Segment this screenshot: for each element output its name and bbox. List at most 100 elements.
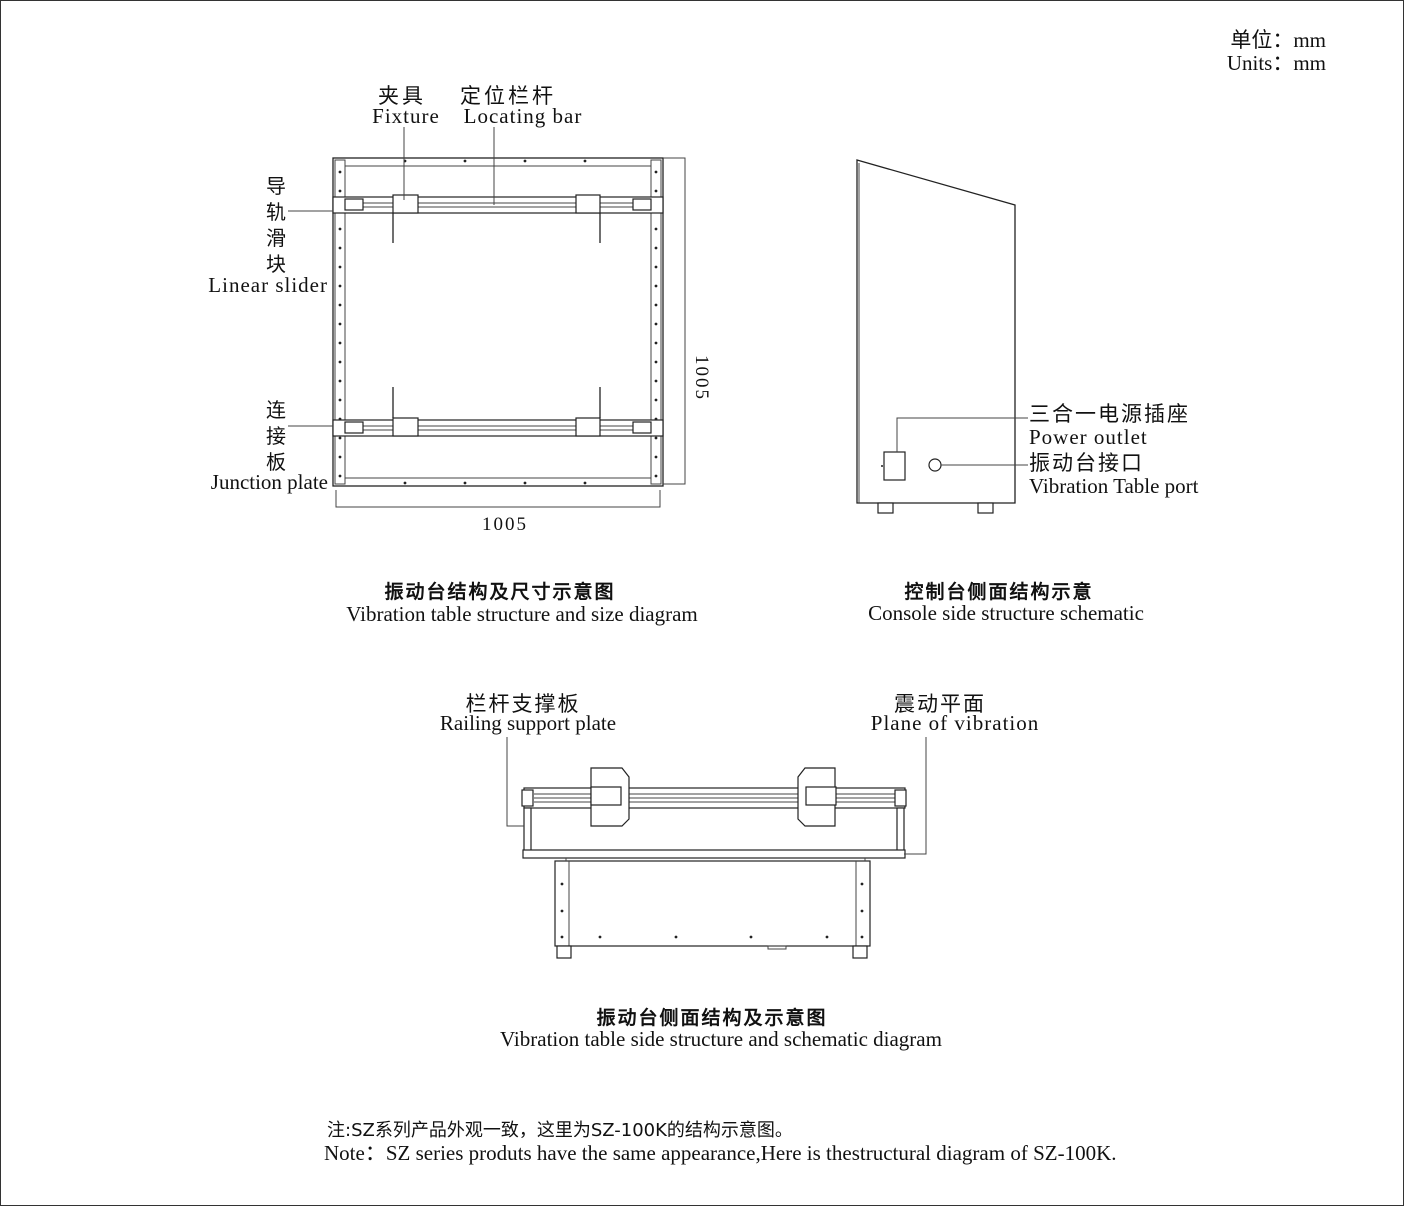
- bolt-dot: [654, 360, 658, 364]
- bolt-dot: [583, 481, 587, 485]
- bolt-dot: [654, 189, 658, 193]
- units-zh: 单位：mm: [1230, 28, 1326, 52]
- bolt-dot: [523, 159, 527, 163]
- vibration-table-side-view: 栏杆支撑板 Railing support plate 震动平面 Plane o…: [440, 692, 1039, 1051]
- bolt-dot: [674, 935, 678, 939]
- bolt-dot: [338, 322, 342, 326]
- bolt-dot: [403, 481, 407, 485]
- fixture: [392, 417, 419, 437]
- junction-plate-zh-2: 接: [266, 425, 286, 448]
- bolt-dot: [654, 436, 658, 440]
- width-dimension: 1005: [482, 514, 528, 535]
- bolt-dot: [338, 360, 342, 364]
- units-en: Units：mm: [1227, 51, 1326, 75]
- bolt-dot: [338, 398, 342, 402]
- bolt-dot: [860, 909, 864, 913]
- vibration-table-port: [928, 458, 942, 472]
- note-zh: 注:SZ系列产品外观一致，这里为SZ-100K的结构示意图。: [327, 1120, 793, 1141]
- bolt-dot: [463, 159, 467, 163]
- fixture-label-zh: 夹具: [378, 84, 426, 108]
- bolt-dot: [338, 170, 342, 174]
- fixture: [392, 194, 419, 214]
- bolt-dot: [523, 481, 527, 485]
- railing-label-zh: 栏杆支撑板: [466, 692, 581, 716]
- bolt-dot: [338, 303, 342, 307]
- table-foot: [852, 945, 868, 959]
- table-foot: [556, 945, 572, 959]
- bolt-dot: [338, 436, 342, 440]
- dimension-lines: [335, 157, 686, 508]
- bolt-dot: [654, 265, 658, 269]
- locating-bar-label-zh: 定位栏杆: [460, 84, 556, 108]
- bolt-dot: [654, 398, 658, 402]
- linear-slider-zh-4: 块: [266, 253, 286, 276]
- vibration-table-top-view: 1005 1005 夹具 Fixture 定位栏杆 Locating bar 导…: [208, 84, 712, 626]
- bolt-dot: [749, 935, 753, 939]
- linear-slider-zh-1: 导: [266, 176, 286, 198]
- junction-plate-zh-3: 板: [266, 451, 286, 474]
- bolt-dot: [654, 322, 658, 326]
- bolt-dot: [654, 341, 658, 345]
- fixture-label-en: Fixture: [372, 104, 440, 128]
- bolt-dot: [860, 935, 864, 939]
- note-en: Note：SZ series produts have the same app…: [324, 1141, 1116, 1165]
- console-foot: [877, 502, 894, 514]
- plane-label-en: Plane of vibration: [871, 711, 1039, 735]
- railing-support-plate: [896, 807, 905, 855]
- port-label-zh: 振动台接口: [1029, 451, 1144, 475]
- bolt-dot: [560, 909, 564, 913]
- bolt-dot: [654, 303, 658, 307]
- bolt-dot: [338, 284, 342, 288]
- bolt-dot: [654, 284, 658, 288]
- side-view-caption-en: Vibration table side structure and schem…: [500, 1027, 942, 1051]
- locating-bar-label-en: Locating bar: [464, 104, 583, 128]
- railing-label-en: Railing support plate: [440, 711, 616, 735]
- bolt-dot: [654, 379, 658, 383]
- bolt-dot: [654, 474, 658, 478]
- bolt-dot: [338, 341, 342, 345]
- plane-label-zh: 震动平面: [894, 692, 986, 716]
- height-dimension: 1005: [691, 355, 712, 401]
- bolt-dot: [654, 455, 658, 459]
- console-side-view: 三合一电源插座 Power outlet 振动台接口 Vibration Tab…: [856, 159, 1199, 625]
- top-view-caption-en: Vibration table structure and size diagr…: [346, 602, 698, 626]
- bolt-dot: [338, 379, 342, 383]
- bolt-dot: [654, 227, 658, 231]
- console-caption-en: Console side structure schematic: [868, 601, 1144, 625]
- power-outlet-label-en: Power outlet: [1029, 425, 1148, 449]
- console-caption-zh: 控制台侧面结构示意: [904, 580, 1093, 603]
- linear-slider-zh-3: 滑: [266, 227, 286, 250]
- bolt-dot: [860, 882, 864, 886]
- bolt-dot: [338, 227, 342, 231]
- bolt-dot: [338, 189, 342, 193]
- bolt-dot: [654, 170, 658, 174]
- bolt-dot: [598, 935, 602, 939]
- locating-bar-bottom: [332, 419, 664, 437]
- bolt-dot: [654, 246, 658, 250]
- console-foot: [977, 502, 994, 514]
- bolt-dot: [338, 265, 342, 269]
- bolt-dot: [560, 882, 564, 886]
- power-outlet: [883, 451, 906, 481]
- vibration-plane: [522, 849, 906, 859]
- linear-slider-zh-2: 轨: [266, 201, 286, 224]
- linear-slider-label-en: Linear slider: [208, 273, 328, 297]
- bolt-dot: [338, 455, 342, 459]
- bolt-dot: [583, 159, 587, 163]
- bolt-dot: [560, 935, 564, 939]
- locating-bar-top: [332, 196, 664, 214]
- bolt-dot: [338, 246, 342, 250]
- bolt-dot: [338, 474, 342, 478]
- top-view-caption-zh: 振动台结构及尺寸示意图: [384, 580, 615, 603]
- fixture: [575, 194, 601, 214]
- fixture: [575, 417, 601, 437]
- side-view-caption-zh: 振动台侧面结构及示意图: [596, 1006, 827, 1029]
- railing-support-plate: [523, 807, 532, 855]
- table-base: [554, 860, 871, 947]
- bolt-dot: [463, 481, 467, 485]
- junction-plate-zh-1: 连: [266, 399, 286, 422]
- bolt-dot: [825, 935, 829, 939]
- power-outlet-label-zh: 三合一电源插座: [1029, 402, 1190, 426]
